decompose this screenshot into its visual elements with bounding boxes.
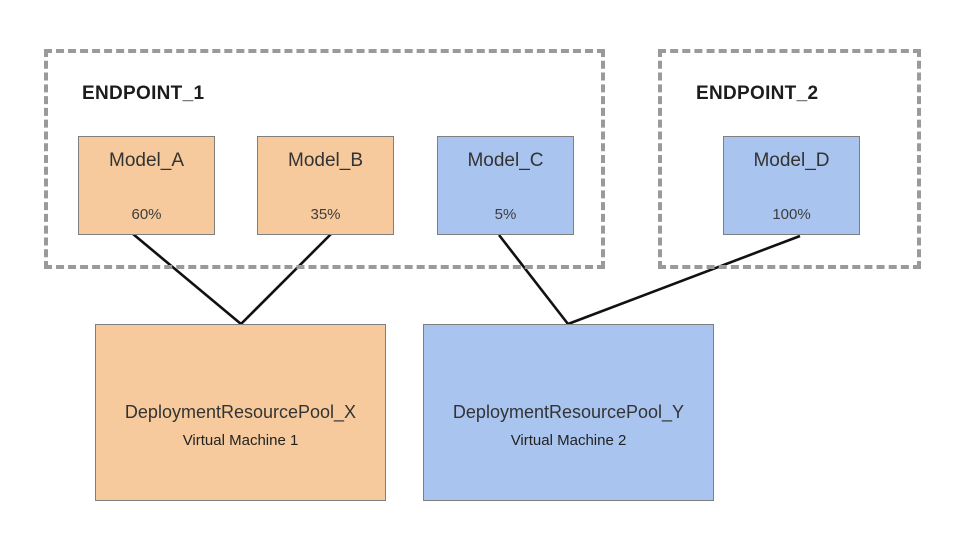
model-c-box: Model_C 5% bbox=[437, 136, 574, 235]
model-b-traffic-split: 35% bbox=[310, 206, 341, 223]
endpoint-2-label: ENDPOINT_2 bbox=[696, 83, 819, 104]
pool-x-label: DeploymentResourcePool_X bbox=[124, 402, 357, 422]
pool-x-sublabel: Virtual Machine 1 bbox=[182, 432, 299, 449]
pool-y-sublabel: Virtual Machine 2 bbox=[510, 432, 627, 449]
endpoint-1-label: ENDPOINT_1 bbox=[82, 83, 205, 104]
pool-x-box: DeploymentResourcePool_X Virtual Machine… bbox=[95, 324, 386, 501]
model-c-label: Model_C bbox=[467, 150, 544, 171]
endpoint-2-container: ENDPOINT_2 bbox=[658, 49, 921, 269]
model-c-traffic-split: 5% bbox=[494, 206, 517, 223]
model-d-traffic-split: 100% bbox=[772, 206, 811, 223]
model-b-label: Model_B bbox=[288, 150, 363, 171]
endpoint-1-container: ENDPOINT_1 bbox=[44, 49, 605, 269]
model-a-box: Model_A 60% bbox=[78, 136, 215, 235]
model-a-label: Model_A bbox=[109, 150, 184, 171]
model-b-box: Model_B 35% bbox=[257, 136, 394, 235]
pool-y-box: DeploymentResourcePool_Y Virtual Machine… bbox=[423, 324, 714, 501]
model-d-box: Model_D 100% bbox=[723, 136, 860, 235]
model-a-traffic-split: 60% bbox=[131, 206, 162, 223]
model-d-label: Model_D bbox=[753, 150, 830, 171]
pool-y-label: DeploymentResourcePool_Y bbox=[452, 402, 685, 422]
